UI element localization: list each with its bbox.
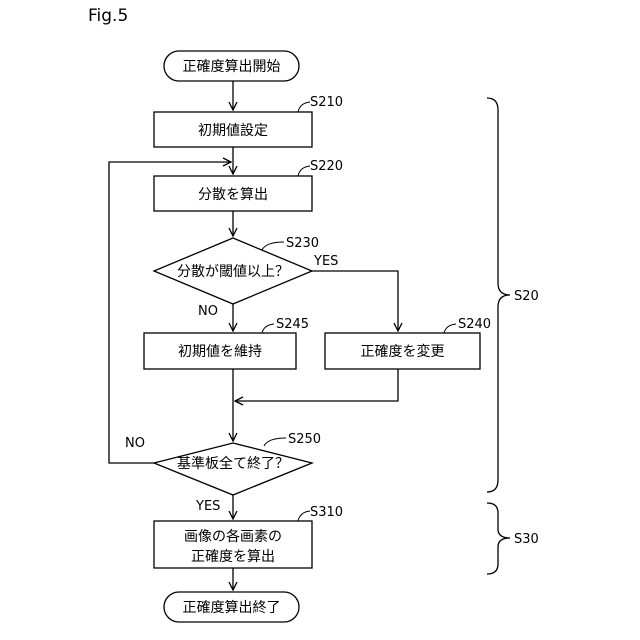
s250-no-label: NO — [125, 436, 145, 451]
s240-step-number: S240 — [458, 317, 491, 332]
s230-no-label: NO — [198, 304, 218, 319]
s310-label-line2: 正確度を算出 — [191, 549, 275, 565]
s240-label: 正確度を変更 — [361, 343, 445, 360]
s245-step-leader — [262, 324, 274, 333]
s310-step-number: S310 — [310, 505, 343, 520]
start-label: 正確度算出開始 — [183, 59, 281, 75]
s230-step-number: S230 — [286, 236, 319, 251]
s250-label: 基準板全て終了？ — [177, 455, 289, 472]
s220-label: 分散を算出 — [198, 187, 268, 203]
s230-step-leader — [262, 242, 284, 250]
brace-s20 — [487, 98, 510, 492]
s250-yes-label: YES — [195, 499, 220, 514]
s250-step-leader — [264, 438, 286, 446]
connector-s240-merge — [235, 369, 398, 401]
s210-step-leader — [298, 102, 310, 112]
end-label: 正確度算出終了 — [183, 600, 281, 616]
s210-step-number: S210 — [310, 95, 343, 110]
s245-label: 初期値を維持 — [178, 343, 262, 360]
s230-label: 分散が閾値以上？ — [177, 264, 289, 280]
group-s30-label: S30 — [514, 532, 539, 547]
group-s20-label: S20 — [514, 289, 539, 304]
s310-label-line1: 画像の各画素の — [184, 529, 282, 545]
s220-step-number: S220 — [310, 159, 343, 174]
s240-step-leader — [444, 324, 456, 333]
connector-s230-yes — [312, 271, 398, 331]
s245-step-number: S245 — [276, 317, 309, 332]
s310-step-leader — [298, 511, 310, 521]
s220-step-leader — [298, 166, 310, 176]
s210-label: 初期値設定 — [198, 122, 268, 139]
brace-s30 — [487, 503, 510, 574]
s230-yes-label: YES — [313, 254, 338, 269]
s250-step-number: S250 — [288, 432, 321, 447]
